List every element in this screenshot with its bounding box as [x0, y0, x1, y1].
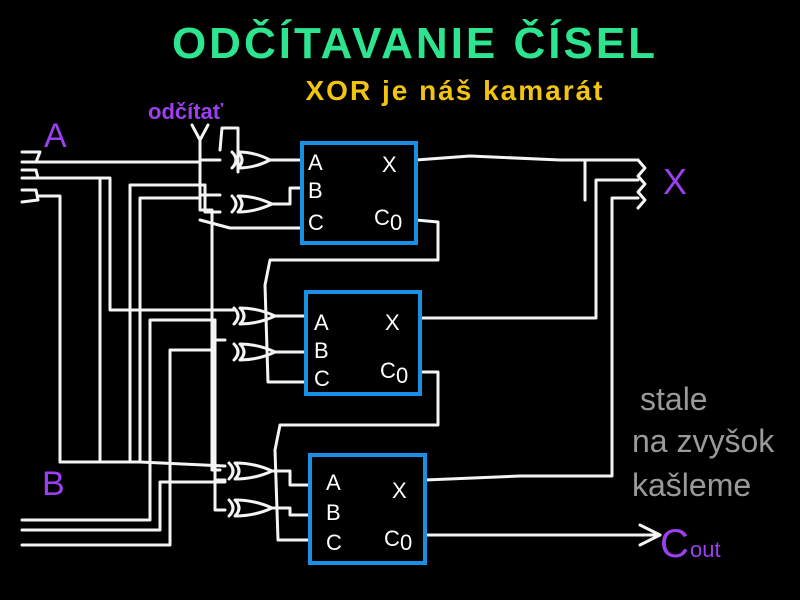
full-adder-2: A B C X C 0	[304, 290, 422, 396]
page-title: ODČÍTAVANIE ČÍSEL	[172, 17, 658, 68]
full-adder-3: A B C X C 0	[308, 453, 427, 565]
pin-c: C	[314, 366, 330, 391]
pin-x: X	[382, 152, 397, 177]
input-a-label: A	[44, 117, 67, 155]
pin-a: A	[326, 470, 341, 495]
note-line: kašleme	[632, 467, 751, 503]
pin-b: B	[314, 338, 329, 363]
carry-out-subscript: out	[690, 537, 721, 562]
pin-x: X	[385, 310, 400, 335]
pin-a: A	[308, 150, 323, 175]
pin-c: C	[326, 530, 342, 555]
input-b-label: B	[42, 465, 65, 503]
pin-carry-out: C	[374, 205, 390, 230]
subtract-pointer-arrow	[190, 123, 210, 150]
wires	[20, 126, 662, 547]
pin-carry-out-sub: 0	[400, 530, 412, 555]
full-adder-1: A B C X C 0	[300, 141, 418, 245]
carry-out-label: C out	[660, 522, 721, 566]
output-x-label: X	[663, 161, 687, 202]
pin-c: C	[308, 210, 324, 235]
pin-carry-out-sub: 0	[390, 210, 402, 235]
pin-carry-out-sub: 0	[396, 363, 408, 388]
subtract-label: odčítať	[148, 99, 224, 124]
pin-b: B	[308, 178, 323, 203]
subtitle: XOR je náš kamarát	[305, 75, 604, 106]
note: stale na zvyšok kašleme	[632, 381, 775, 503]
pin-a: A	[314, 310, 329, 335]
adder-box	[300, 141, 418, 245]
note-line: na zvyšok	[632, 423, 775, 459]
carry-out-letter: C	[660, 522, 689, 566]
note-line: stale	[640, 381, 708, 417]
pin-x: X	[392, 478, 407, 503]
pin-b: B	[326, 500, 341, 525]
adder-box	[308, 453, 427, 565]
pin-carry-out: C	[380, 358, 396, 383]
adder-box	[304, 290, 422, 396]
pin-carry-out: C	[384, 526, 400, 551]
